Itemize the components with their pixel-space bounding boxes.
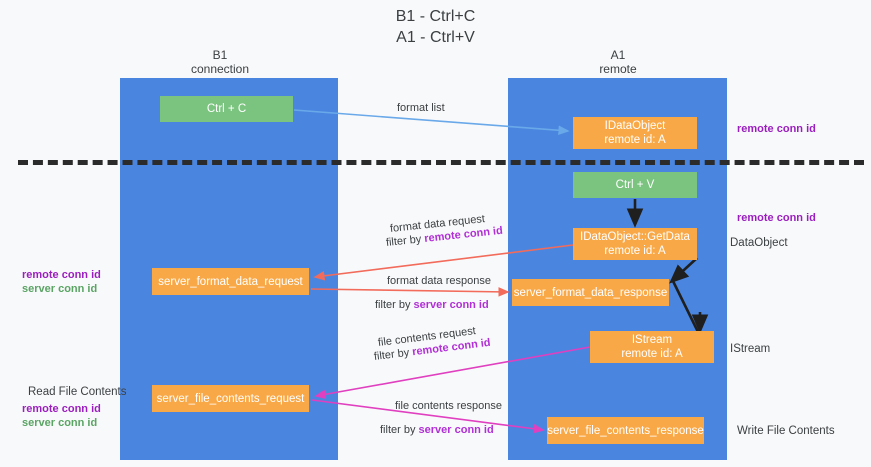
arrow-format-list — [293, 109, 570, 136]
label-format-data-response: format data response — [387, 275, 491, 287]
box-ctrl-v[interactable]: Ctrl + V — [573, 172, 697, 198]
box-getdata-line1: IDataObject::GetData — [580, 231, 690, 243]
title-line-1: B1 - Ctrl+C — [395, 8, 476, 25]
box-server-file-contents-response[interactable]: server_file_contents_response — [547, 417, 704, 444]
box-server-format-data-request-label: server_format_data_request — [158, 275, 303, 288]
annotation-istream: IStream — [730, 343, 771, 355]
box-istream-line1: IStream — [631, 334, 673, 346]
annotation-read-file-contents: Read File Contents — [28, 386, 127, 398]
box-server-format-data-response-label: server_format_data_response — [513, 286, 668, 299]
box-idataobject-getdata[interactable]: IDataObject::GetData remote id: A — [573, 228, 697, 260]
annotation-dataobject: DataObject — [730, 237, 788, 249]
label-file-contents-response: file contents response — [395, 400, 503, 412]
box-idataobject-line2: remote id: A — [604, 134, 666, 146]
column-header-b1-role: connection — [190, 62, 250, 76]
label-format-data-response-filter: filter by server conn id — [375, 298, 489, 312]
page-title: B1 - Ctrl+C A1 - Ctrl+V — [0, 6, 871, 48]
annotation-conn-id-pair-top: remote conn id server conn id — [22, 268, 101, 296]
arrow-file-contents-response — [311, 399, 545, 434]
column-header-a1-role: remote — [599, 62, 637, 76]
box-ctrl-c[interactable]: Ctrl + C — [160, 96, 293, 122]
box-istream[interactable]: IStream remote id: A — [590, 331, 714, 363]
box-server-file-contents-response-label: server_file_contents_response — [547, 424, 704, 437]
annotation-remote-conn-id-top: remote conn id — [737, 123, 816, 135]
arrow-file-contents-request — [314, 346, 591, 400]
box-server-format-data-response[interactable]: server_format_data_response — [512, 279, 669, 306]
section-divider — [18, 160, 864, 165]
arrow-format-data-response — [310, 287, 510, 297]
label-file-contents-response-filter: filter by server conn id — [380, 423, 494, 437]
annotation-remote-conn-id: remote conn id — [22, 403, 101, 415]
box-getdata-line2: remote id: A — [604, 245, 666, 257]
box-server-format-data-request[interactable]: server_format_data_request — [152, 268, 309, 295]
arrow-format-data-request — [313, 244, 574, 281]
annotation-write-file-contents: Write File Contents — [737, 425, 835, 437]
box-idataobject[interactable]: IDataObject remote id: A — [573, 117, 697, 149]
box-server-file-contents-request[interactable]: server_file_contents_request — [152, 385, 309, 412]
filter-prefix: filter by — [385, 233, 425, 249]
annotation-conn-id-pair-bottom: remote conn id server conn id — [22, 402, 101, 430]
annotation-remote-conn-id-mid: remote conn id — [737, 212, 816, 224]
annotation-server-conn-id: server conn id — [22, 283, 98, 295]
title-line-2: A1 - Ctrl+V — [396, 29, 475, 46]
arrow-getdata-to-response — [669, 257, 698, 284]
annotation-remote-conn-id: remote conn id — [22, 269, 101, 281]
box-ctrl-c-label: Ctrl + C — [206, 103, 247, 115]
filter-key-server-conn-id: server conn id — [418, 424, 494, 436]
box-ctrl-v-label: Ctrl + V — [615, 179, 655, 191]
label-format-list: format list — [397, 102, 445, 114]
box-istream-line2: remote id: A — [621, 348, 683, 360]
column-header-b1-name: B1 — [212, 48, 228, 62]
annotation-server-conn-id: server conn id — [22, 417, 98, 429]
column-header-b1: B1 connection — [150, 48, 290, 76]
filter-prefix: filter by — [380, 424, 419, 436]
column-header-a1-name: A1 — [610, 48, 626, 62]
box-server-file-contents-request-label: server_file_contents_request — [156, 392, 305, 405]
filter-key-server-conn-id: server conn id — [413, 299, 489, 311]
filter-prefix: filter by — [375, 299, 414, 311]
column-header-a1: A1 remote — [548, 48, 688, 76]
line-response-to-istream — [670, 278, 702, 337]
box-idataobject-line1: IDataObject — [604, 120, 666, 132]
